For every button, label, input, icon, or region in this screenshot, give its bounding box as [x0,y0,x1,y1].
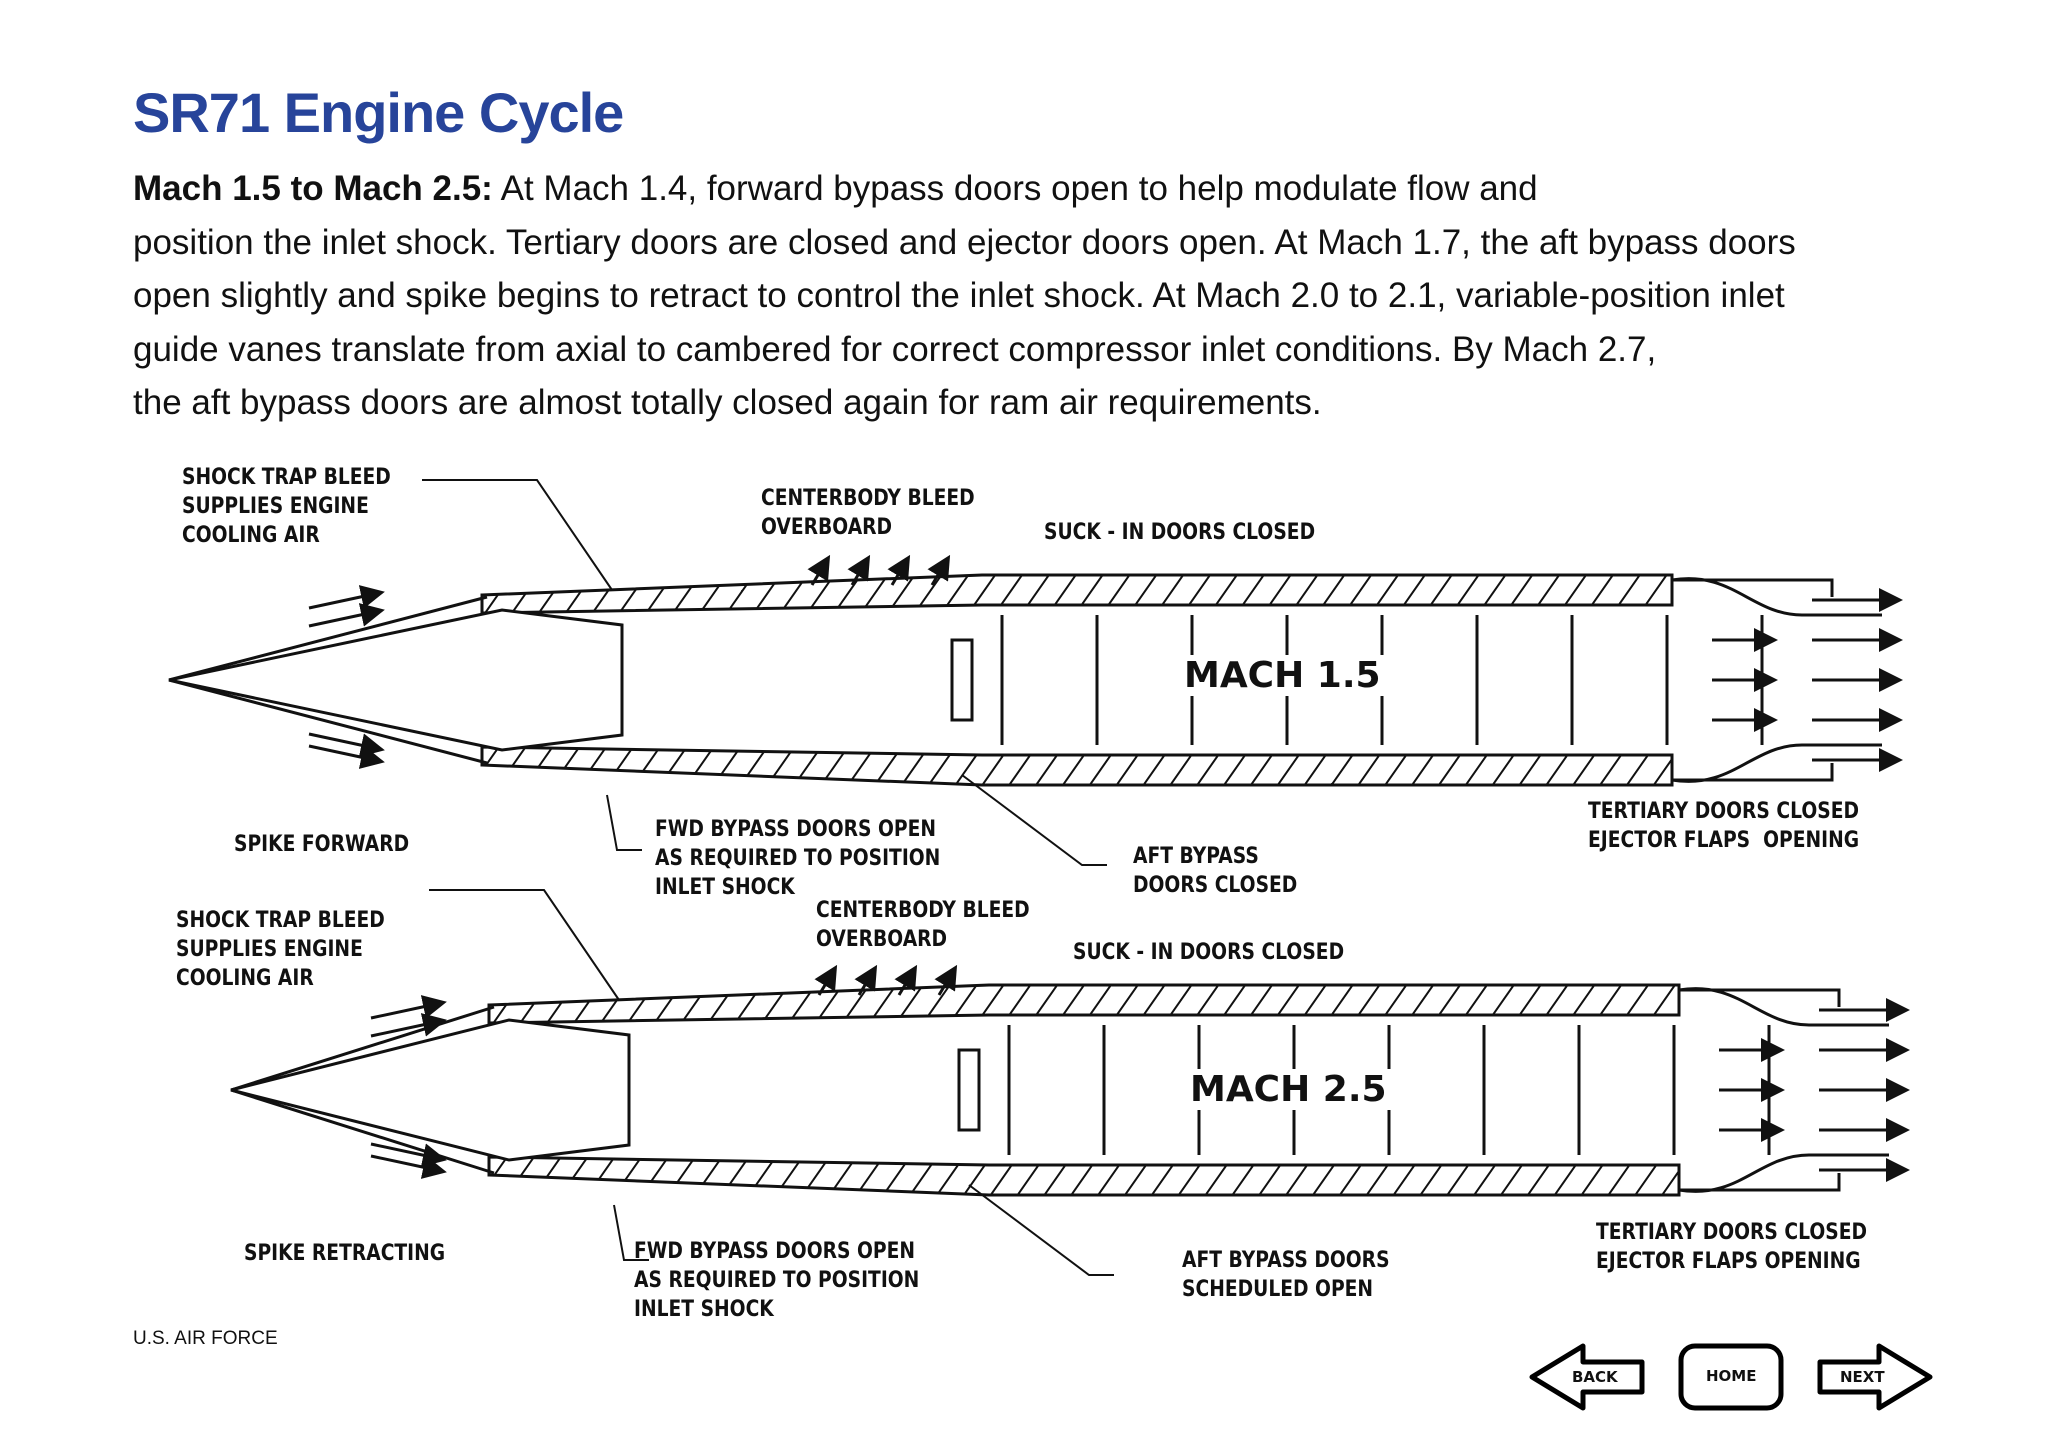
label-suck-in-top: SUCK - IN DOORS CLOSED [1044,520,1316,545]
label-suck-in-bottom: SUCK - IN DOORS CLOSED [1073,940,1345,965]
inlet-spike [230,1018,631,1162]
inflow-arrow [370,1013,447,1038]
back-label: BACK [1572,1368,1618,1386]
leader-line [422,479,613,591]
leader-line [961,774,1107,866]
body-line: At Mach 1.4, forward bypass doors open t… [492,169,1538,208]
inlet-spike [168,608,624,752]
bleed-arrow [807,554,831,586]
body-text: Mach 1.5 to Mach 2.5: At Mach 1.4, forwa… [133,162,1933,430]
label-mach-top: MACH 1.5 [1180,655,1385,696]
guide-vanes [950,638,974,722]
leader-line [429,889,620,1001]
ejector-nozzle [1678,987,1889,1193]
shock-line [230,1005,495,1092]
credit: U.S. AIR FORCE [133,1328,278,1349]
body-line: open slightly and spike begins to retrac… [133,276,1785,315]
bleed-arrow [894,964,918,996]
home-button[interactable]: HOME [1678,1343,1784,1411]
body-line: the aft bypass doors are almost totally … [133,383,1322,422]
leader-line [968,1184,1114,1276]
inflow-arrow [308,585,385,610]
bleed-arrow [934,964,958,996]
label-fwd-bypass-bottom: FWD BYPASS DOORS OPEN AS REQUIRED TO POS… [634,1239,920,1322]
label-fwd-bypass-top: FWD BYPASS DOORS OPEN AS REQUIRED TO POS… [655,817,941,900]
next-arrow-icon [1817,1343,1933,1411]
bleed-arrow [814,964,838,996]
back-button[interactable]: BACK [1528,1342,1648,1412]
bleed-arrow [847,554,871,586]
nacelle-lower-wall [487,1155,1681,1197]
next-label: NEXT [1840,1368,1885,1386]
page-title: SR71 Engine Cycle [133,81,624,144]
engine-mach-1-5 [168,479,1903,866]
shock-line [168,678,488,765]
back-arrow-icon [1529,1343,1645,1411]
guide-vanes [957,1048,981,1132]
label-aft-bypass-bottom: AFT BYPASS DOORS SCHEDULED OPEN [1182,1248,1390,1302]
inflow-arrow [308,603,385,628]
label-spike-top: SPIKE FORWARD [234,832,410,857]
label-centerbody-bottom: CENTERBODY BLEED OVERBOARD [816,898,1030,952]
intro-bold: Mach 1.5 to Mach 2.5: [133,169,493,208]
bleed-arrow [854,964,878,996]
label-spike-bottom: SPIKE RETRACTING [244,1241,446,1266]
bleed-arrow [927,554,951,586]
label-centerbody-top: CENTERBODY BLEED OVERBOARD [761,486,975,540]
shock-line [168,595,488,682]
label-tertiary-bottom: TERTIARY DOORS CLOSED EJECTOR FLAPS OPEN… [1596,1220,1868,1274]
bleed-arrow [887,554,911,586]
nacelle-upper-wall [480,573,1674,615]
body-line: guide vanes translate from axial to camb… [133,329,1657,369]
label-shock-trap-top: SHOCK TRAP BLEED SUPPLIES ENGINE COOLING… [182,465,391,548]
next-button[interactable]: NEXT [1814,1342,1934,1412]
ejector-nozzle [1671,577,1882,783]
label-tertiary-top: TERTIARY DOORS CLOSED EJECTOR FLAPS OPEN… [1588,799,1860,853]
nacelle-lower-wall [480,745,1674,787]
body-line: position the inlet shock. Tertiary doors… [133,222,1796,262]
label-aft-bypass-top: AFT BYPASS DOORS CLOSED [1133,844,1298,898]
home-label: HOME [1706,1367,1757,1385]
label-shock-trap-bottom: SHOCK TRAP BLEED SUPPLIES ENGINE COOLING… [176,908,385,991]
nacelle-upper-wall [487,983,1681,1025]
label-mach-bottom: MACH 2.5 [1186,1069,1391,1110]
leader-line [613,1204,649,1261]
leader-line [606,794,642,851]
inflow-arrow [308,744,385,769]
inflow-arrow [370,1154,447,1179]
home-box-icon [1678,1343,1784,1411]
inflow-arrow [370,995,447,1020]
shock-line [230,1088,495,1175]
